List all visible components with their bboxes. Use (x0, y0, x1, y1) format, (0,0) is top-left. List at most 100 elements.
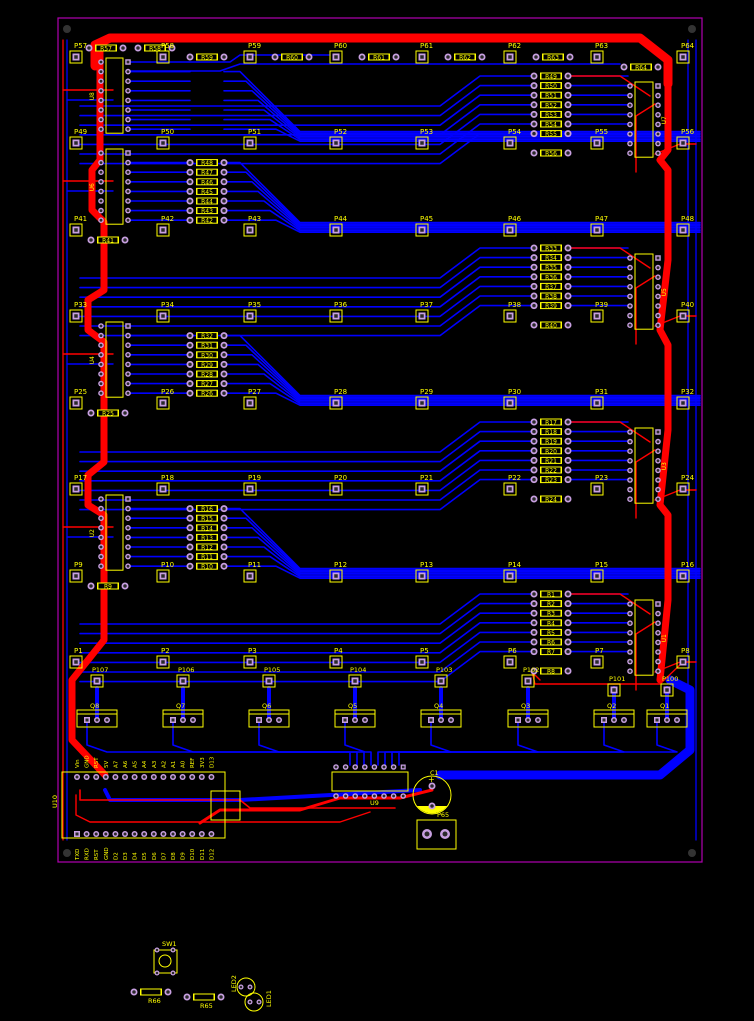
signal-trace (223, 344, 701, 399)
pad-hole (99, 507, 103, 510)
pad-hole (126, 151, 130, 155)
pad-hole (123, 775, 127, 779)
pad-hole (188, 554, 192, 559)
ic-pin (627, 458, 633, 464)
header-pad (72, 53, 80, 61)
pad-hole (628, 103, 632, 107)
pad-hole (382, 765, 386, 769)
resistor-label: R66 (148, 997, 161, 1005)
ic-pin (98, 505, 104, 512)
resistor-label: R36 (545, 274, 557, 281)
resistor-inner (541, 83, 561, 89)
pad-hole (566, 294, 570, 298)
pad-hole (532, 275, 536, 279)
pad-hole (532, 640, 536, 644)
resistor-pad (564, 120, 572, 128)
capacitor-pin (428, 802, 436, 810)
header-label: P36 (334, 301, 348, 309)
pad-hole (595, 574, 599, 578)
header-label: P13 (420, 561, 433, 569)
resistor-pad (530, 667, 538, 675)
pad-hole (566, 640, 570, 644)
resistor-inner (197, 534, 217, 540)
ic-pin (627, 303, 633, 309)
header-outline (503, 50, 517, 64)
resistor-pad (564, 110, 572, 118)
pad-hole (628, 151, 632, 155)
resistor-inner (541, 496, 561, 502)
resistor-pad (564, 302, 572, 310)
pad-hole (566, 303, 570, 308)
signal-trace (567, 593, 651, 615)
resistor-pad (564, 244, 572, 252)
pad-hole (656, 440, 660, 443)
gate-pad-label: P106 (178, 666, 194, 674)
ic-pin (655, 630, 661, 636)
pad-hole (161, 660, 165, 664)
pad-hole (532, 477, 536, 482)
pad-hole (566, 112, 570, 117)
gate-pad-label: P100 (662, 675, 678, 683)
header-pad (159, 658, 167, 666)
signal-trace (223, 128, 701, 142)
pad-hole (681, 141, 685, 145)
pad-hole (532, 74, 536, 78)
pad-hole (99, 89, 103, 93)
header-pad (159, 139, 167, 147)
pad-hole (190, 832, 194, 836)
pad-hole (508, 141, 512, 145)
signal-trace (79, 430, 535, 463)
pad-hole (628, 612, 632, 615)
gate-pad-label: P101 (609, 675, 625, 683)
ic-pin (98, 188, 104, 195)
resistor-inner (541, 102, 561, 108)
pad-hole (99, 372, 103, 376)
header-pad (72, 139, 80, 147)
resistor-inner (541, 419, 561, 425)
resistor-label: R43 (201, 208, 213, 215)
header-outline (503, 223, 517, 237)
ic-label: U5 (661, 288, 668, 296)
gate-pad-label: P102 (523, 666, 539, 674)
resistor-pad (220, 533, 228, 541)
header-label: P5 (420, 647, 429, 655)
ic-pin (125, 544, 131, 550)
header-outline (69, 136, 83, 150)
pad-hole (99, 536, 103, 539)
pad-hole (209, 775, 213, 779)
pad-hole (656, 103, 660, 107)
resistor-label: R1 (547, 592, 555, 599)
pad-hole (532, 112, 536, 117)
pad-hole (532, 649, 536, 654)
header-label: P10 (161, 561, 174, 569)
pad-hole (334, 487, 338, 491)
header-outline (176, 674, 190, 688)
pad-hole (566, 323, 570, 327)
pad-hole (656, 631, 660, 635)
header-outline (415, 482, 429, 496)
arduino-pin (131, 831, 138, 837)
pad-hole (152, 775, 156, 779)
pad-hole (126, 118, 130, 121)
shift-register-pin (362, 764, 368, 770)
pad-hole (334, 574, 338, 578)
pad-hole (628, 285, 632, 289)
pad-hole (628, 641, 632, 644)
pad-hole (628, 314, 632, 317)
pad-hole (656, 478, 660, 482)
header-label: P51 (248, 128, 261, 136)
ic-pin (125, 116, 131, 123)
ic-pin (98, 390, 104, 397)
header-pad (332, 485, 340, 493)
pad-hole (353, 679, 357, 683)
header-label: P53 (420, 128, 433, 136)
pad-hole (656, 304, 660, 308)
ic-pin (627, 429, 633, 435)
arduino-pin-label: Vin (75, 759, 81, 768)
pad-hole (222, 516, 226, 520)
header-label: P31 (595, 388, 608, 396)
resistor-pad (305, 53, 313, 61)
pad-hole (126, 218, 130, 222)
pad-hole (681, 314, 685, 318)
signal-trace (223, 373, 701, 403)
